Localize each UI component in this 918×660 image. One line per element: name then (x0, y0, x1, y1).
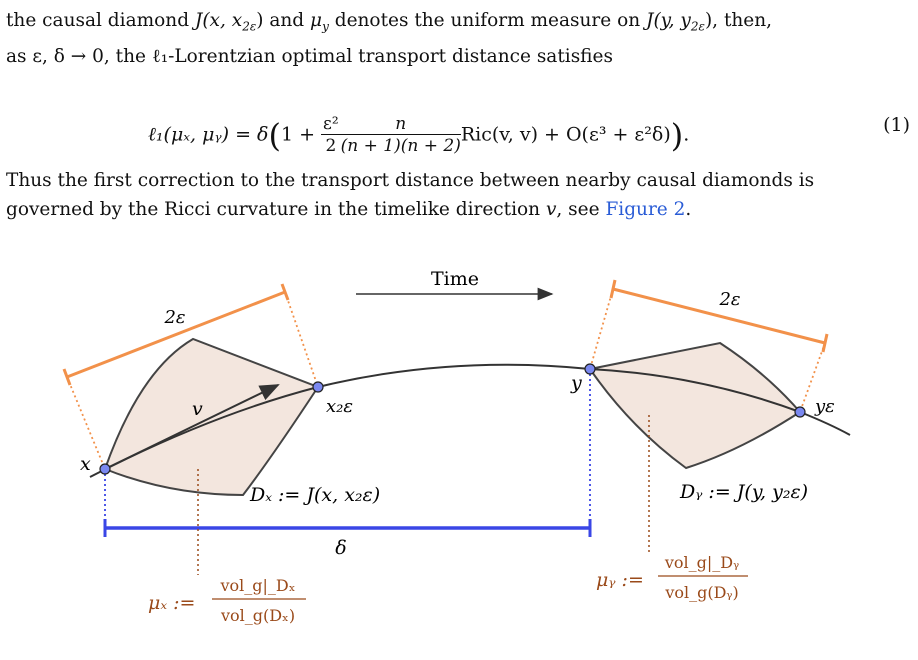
paragraph-bottom-line2: governed by the Ricci curvature in the t… (6, 195, 912, 224)
text-run: the causal diamond (6, 10, 195, 31)
v-vector-arrow (104, 384, 280, 470)
text-run: , see (556, 199, 606, 220)
two-eps-bracket-left (66, 290, 286, 379)
diamond-Dy (588, 341, 802, 470)
figure-2-link[interactable]: Figure 2 (605, 199, 686, 220)
point-yeps (794, 406, 806, 418)
mu-x-denominator: vol_g(Dₓ) (220, 606, 295, 625)
math-sub: 2ε (690, 19, 705, 34)
math-sub: 2ε (242, 19, 257, 34)
paragraph-top: the causal diamond J(x, x2ε) and μy deno… (6, 6, 912, 71)
text-run: . (685, 199, 692, 220)
paragraph-bottom: Thus the first correction to the transpo… (6, 166, 912, 224)
math-run: J(y, y (646, 10, 691, 31)
equation-lhs: ℓ₁(μₓ, μᵧ) = δ (148, 123, 269, 146)
n-frac-num: n (340, 114, 461, 135)
x2eps-label: x₂ε (326, 396, 353, 417)
equation-period: . (683, 123, 690, 146)
paragraph-top-line1: the causal diamond J(x, x2ε) and μy deno… (6, 6, 912, 42)
dotted-orange-guide (284, 291, 319, 388)
point-x (99, 463, 111, 475)
two-eps-bracket-right (612, 287, 826, 345)
n-frac-den: (n + 1)(n + 2) (340, 136, 461, 156)
causal-diamond-figure: Time 2ε 2ε v δ x x₂ε y yε Dₓ := J(x, x₂ε… (62, 268, 851, 625)
mu-y-denominator: vol_g(Dᵧ) (664, 583, 738, 602)
math-sub: y (322, 19, 329, 34)
mu-x-numerator: vol_g|_Dₓ (219, 576, 295, 595)
Dx-label: Dₓ := J(x, x₂ε) (249, 484, 380, 506)
left-paren: ( (268, 116, 281, 155)
mu-y-lhs: μᵧ := (596, 569, 644, 591)
equation-one-plus: 1 + (280, 123, 322, 146)
two-eps-label-left: 2ε (163, 307, 185, 328)
math-run: μ (310, 10, 323, 31)
text-run: ) and (256, 10, 311, 31)
point-y (584, 363, 596, 375)
text-run: governed by the Ricci curvature in the t… (6, 199, 546, 220)
equation-ric: Ric(v, v) + O(ε³ + ε²δ) (460, 123, 671, 146)
mu-x-lhs: μₓ := (148, 592, 195, 614)
dotted-orange-guide (589, 288, 614, 370)
y-label: y (570, 372, 582, 394)
Dy-label: Dᵧ := J(y, y₂ε) (679, 481, 808, 503)
point-x2eps (312, 381, 324, 393)
text-run: denotes the uniform measure on (328, 10, 647, 31)
equation-number: (1) (883, 114, 910, 136)
dotted-orange-guide (799, 342, 826, 413)
mu-y-numerator: vol_g|_Dᵧ (664, 553, 739, 572)
delta-label: δ (335, 537, 346, 559)
right-paren: ) (670, 116, 684, 155)
dotted-orange-guide (66, 376, 106, 470)
eps-frac-den: 2 (325, 136, 337, 156)
n-fraction: n(n + 1)(n + 2) (340, 114, 461, 157)
eps-frac-num: ε² (321, 114, 341, 135)
two-eps-label-right: 2ε (718, 289, 740, 310)
v-label: v (192, 398, 203, 420)
math-run: v (545, 199, 557, 220)
time-label: Time (431, 268, 479, 290)
yeps-label: yε (814, 396, 835, 417)
math-run: J(x, x (194, 10, 243, 31)
x-label: x (80, 453, 91, 475)
paragraph-bottom-line1: Thus the first correction to the transpo… (6, 170, 815, 191)
text-run: ), then, (704, 10, 773, 31)
paragraph-top-line2: as ε, δ → 0, the ℓ₁-Lorentzian optimal t… (6, 45, 613, 67)
